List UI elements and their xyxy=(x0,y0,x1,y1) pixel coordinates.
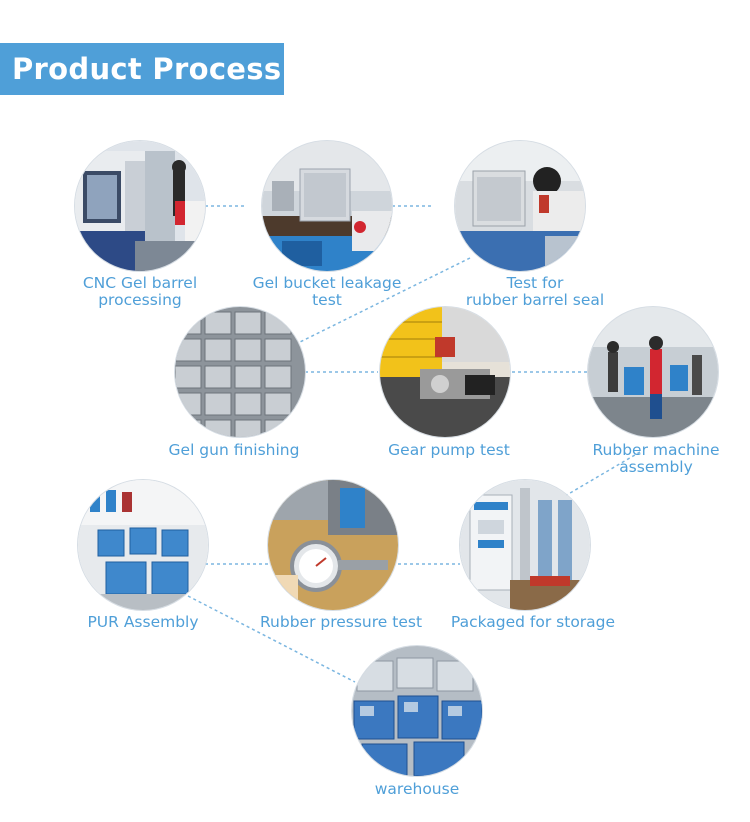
step-label-pressure-test: Rubber pressure test xyxy=(259,613,423,631)
step-photo-leakage-test xyxy=(262,141,392,271)
step-label-seal-test: Test for rubber barrel seal xyxy=(465,274,605,309)
header-banner: Product Process xyxy=(0,43,284,95)
step-photo-gear-pump xyxy=(380,307,510,437)
step-photo-machine-assembly xyxy=(588,307,718,437)
assembly-line-photo xyxy=(588,307,718,437)
step-label-machine-assembly: Rubber machine assembly xyxy=(592,441,720,476)
step-photo-pressure-test xyxy=(268,480,398,610)
connector-7-10 xyxy=(187,595,356,683)
step-label-gear-pump: Gear pump test xyxy=(388,441,510,459)
step-photo-packaged xyxy=(460,480,590,610)
step-photo-seal-test xyxy=(455,141,585,271)
leakage-test-photo xyxy=(262,141,392,271)
step-label-warehouse: warehouse xyxy=(374,780,460,798)
cnc-machine-photo xyxy=(75,141,205,271)
gun-parts-photo xyxy=(175,307,305,437)
step-label-cnc: CNC Gel barrel processing xyxy=(82,274,198,309)
step-photo-warehouse xyxy=(352,646,482,776)
machine-photo xyxy=(460,480,590,610)
step-label-pur-assembly: PUR Assembly xyxy=(87,613,199,631)
pur-units-photo xyxy=(78,480,208,610)
step-label-packaged: Packaged for storage xyxy=(450,613,616,631)
connector-3-4 xyxy=(299,257,471,343)
step-photo-cnc xyxy=(75,141,205,271)
step-label-gun-finishing: Gel gun finishing xyxy=(168,441,300,459)
step-photo-pur-assembly xyxy=(78,480,208,610)
seal-test-photo xyxy=(455,141,585,271)
warehouse-photo xyxy=(352,646,482,776)
page-title: Product Process xyxy=(12,52,282,86)
step-label-leakage-test: Gel bucket leakage test xyxy=(252,274,402,309)
connector-6-9 xyxy=(564,451,641,497)
step-photo-gun-finishing xyxy=(175,307,305,437)
pressure-gauge-photo xyxy=(268,480,398,610)
gear-pump-photo xyxy=(380,307,510,437)
